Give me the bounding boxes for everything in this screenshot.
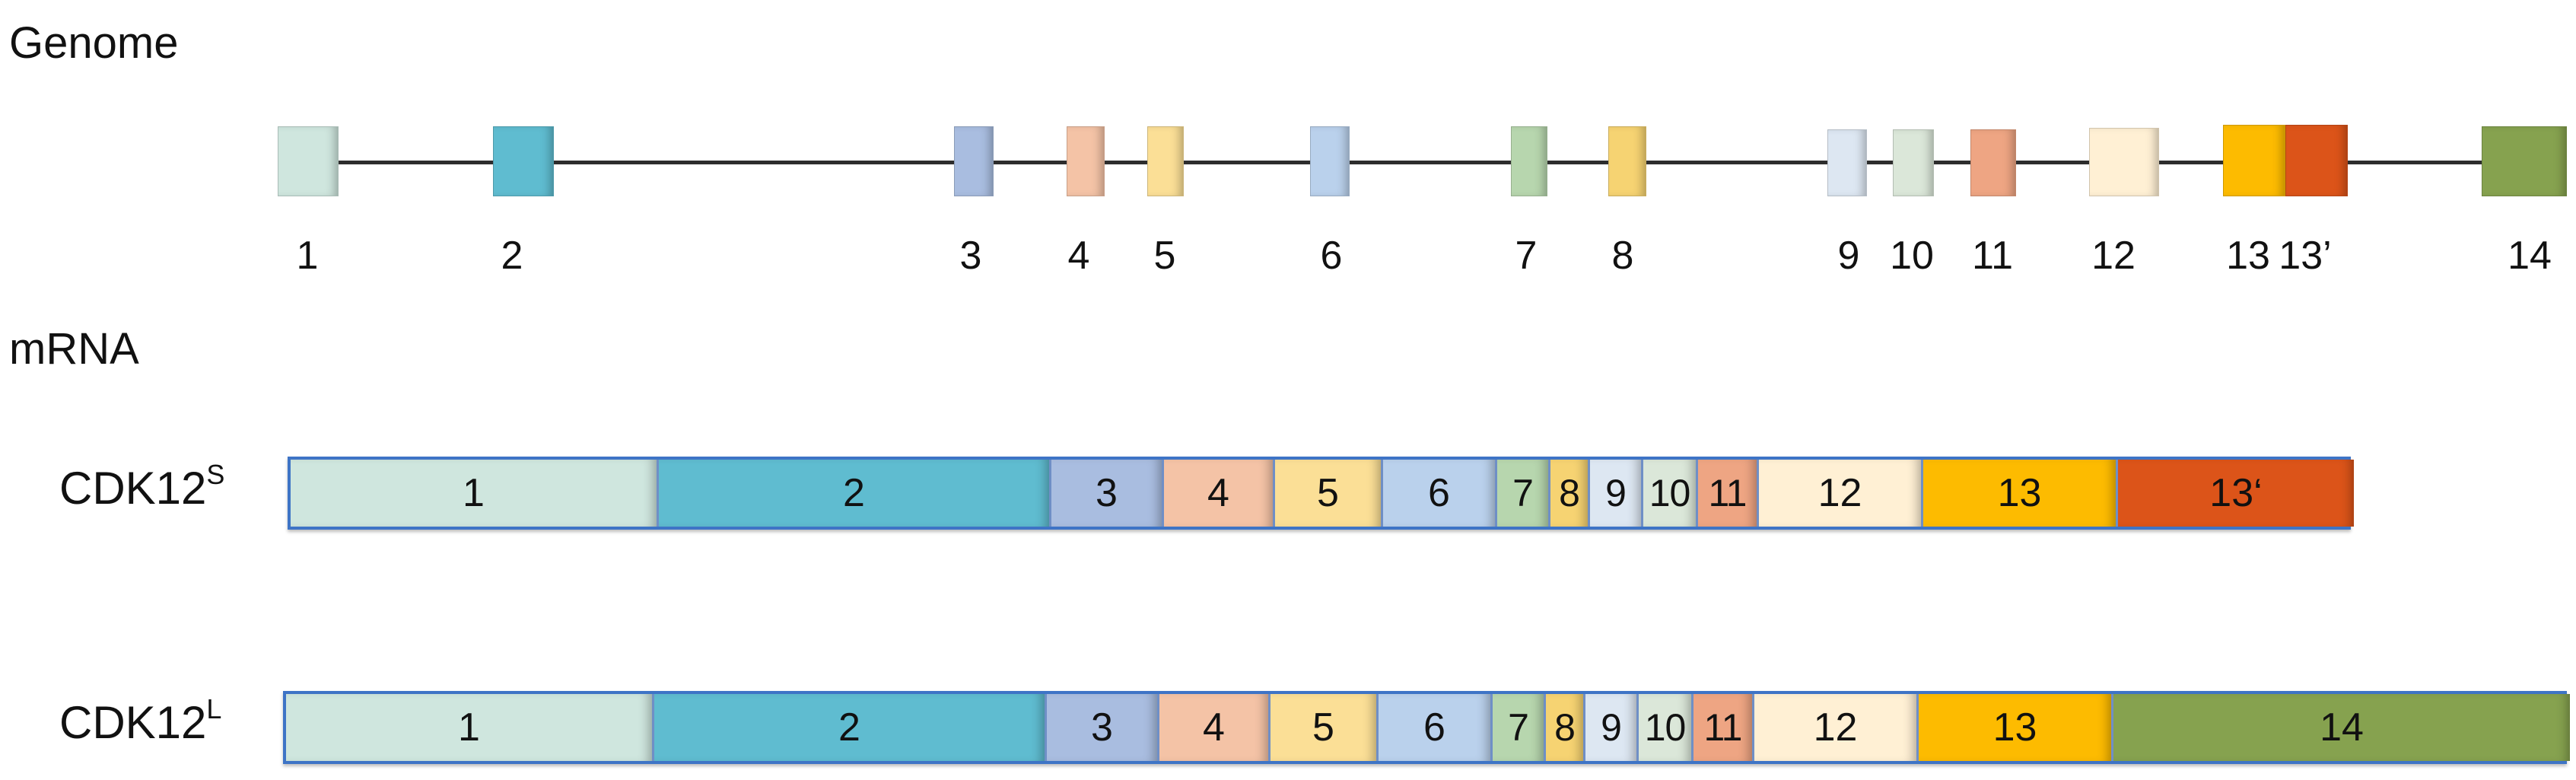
genome-exon-7: [1511, 126, 1547, 196]
isoform-long-label: CDK12L: [59, 696, 221, 748]
genome-exon-number-4: 4: [1067, 234, 1090, 278]
isoform-short-exon-14: 13‘: [2118, 460, 2354, 527]
isoform-short-exon-5: 5: [1275, 460, 1383, 527]
genome-exon-6: [1310, 126, 1350, 196]
genome-exon-10: [1893, 129, 1934, 196]
genome-exon-number-10: 10: [1890, 234, 1934, 278]
isoform-long-exon-6: 6: [1379, 694, 1493, 761]
isoform-long-exon-7: 7: [1493, 694, 1546, 761]
isoform-long-exon-8: 8: [1546, 694, 1585, 761]
isoform-long-name: CDK12: [59, 697, 207, 748]
genome-exon-12: [2089, 128, 2159, 196]
genome-backbone-line: [281, 161, 2564, 164]
genome-exon-number-9: 9: [1837, 234, 1860, 278]
isoform-short-exon-10: 10: [1643, 460, 1698, 527]
genome-exon-11: [1970, 129, 2016, 196]
isoform-long-exon-5: 5: [1271, 694, 1379, 761]
isoform-long-exon-4: 4: [1159, 694, 1271, 761]
genome-exon-2: [493, 126, 554, 196]
isoform-short-exon-8: 8: [1550, 460, 1590, 527]
isoform-short-exon-1: 1: [291, 460, 659, 527]
genome-exon-9: [1827, 129, 1867, 196]
isoform-short-name: CDK12: [59, 463, 207, 514]
genome-exon-number-11: 11: [1972, 234, 2013, 278]
genome-exon-number-1: 1: [296, 234, 319, 278]
genome-exon-number-13p: 13’: [2279, 234, 2332, 278]
mrna-section-label: mRNA: [9, 324, 139, 374]
isoform-long-exon-9: 9: [1585, 694, 1639, 761]
isoform-long-exon-3: 3: [1047, 694, 1159, 761]
genome-exon-5: [1147, 126, 1184, 196]
isoform-long-exon-12: 12: [1754, 694, 1919, 761]
genome-exon-number-12: 12: [2091, 234, 2136, 278]
isoform-long-exon-13: 13: [1919, 694, 2113, 761]
isoform-short-exon-13: 13: [1923, 460, 2118, 527]
genome-exon-4: [1067, 126, 1105, 196]
genome-exon-number-14: 14: [2508, 234, 2552, 278]
genome-exon-number-5: 5: [1153, 234, 1176, 278]
isoform-long-exon-10: 10: [1639, 694, 1693, 761]
isoform-short-exon-2: 2: [659, 460, 1051, 527]
genome-exon-14: [2482, 126, 2567, 196]
genome-exon-3: [954, 126, 994, 196]
genome-exon-number-7: 7: [1515, 234, 1538, 278]
isoform-long-exon-14: 14: [2113, 694, 2570, 761]
genome-exon-number-8: 8: [1611, 234, 1634, 278]
genome-exon-8: [1608, 126, 1646, 196]
isoform-short-exon-11: 11: [1698, 460, 1759, 527]
genome-exon-number-2: 2: [501, 234, 523, 278]
genome-exon-13p: [2285, 125, 2348, 196]
isoform-short-exon-6: 6: [1383, 460, 1497, 527]
genome-exon-number-3: 3: [959, 234, 982, 278]
isoform-short-exon-9: 9: [1590, 460, 1643, 527]
isoform-short-exon-7: 7: [1497, 460, 1550, 527]
isoform-short-exon-4: 4: [1164, 460, 1275, 527]
genome-exon-number-13: 13: [2226, 234, 2270, 278]
isoform-long-exon-1: 1: [286, 694, 654, 761]
isoform-short-superscript: S: [206, 459, 225, 490]
isoform-short-exon-3: 3: [1051, 460, 1164, 527]
genome-exon-13: [2223, 125, 2285, 196]
isoform-short-label: CDK12S: [59, 461, 224, 514]
genome-exon-1: [278, 126, 339, 196]
genome-exon-number-6: 6: [1320, 234, 1343, 278]
isoform-long-exon-2: 2: [654, 694, 1047, 761]
isoform-long-superscript: L: [206, 693, 222, 724]
genome-section-label: Genome: [9, 18, 179, 68]
isoform-long-exon-11: 11: [1693, 694, 1754, 761]
isoform-short-exon-12: 12: [1759, 460, 1923, 527]
